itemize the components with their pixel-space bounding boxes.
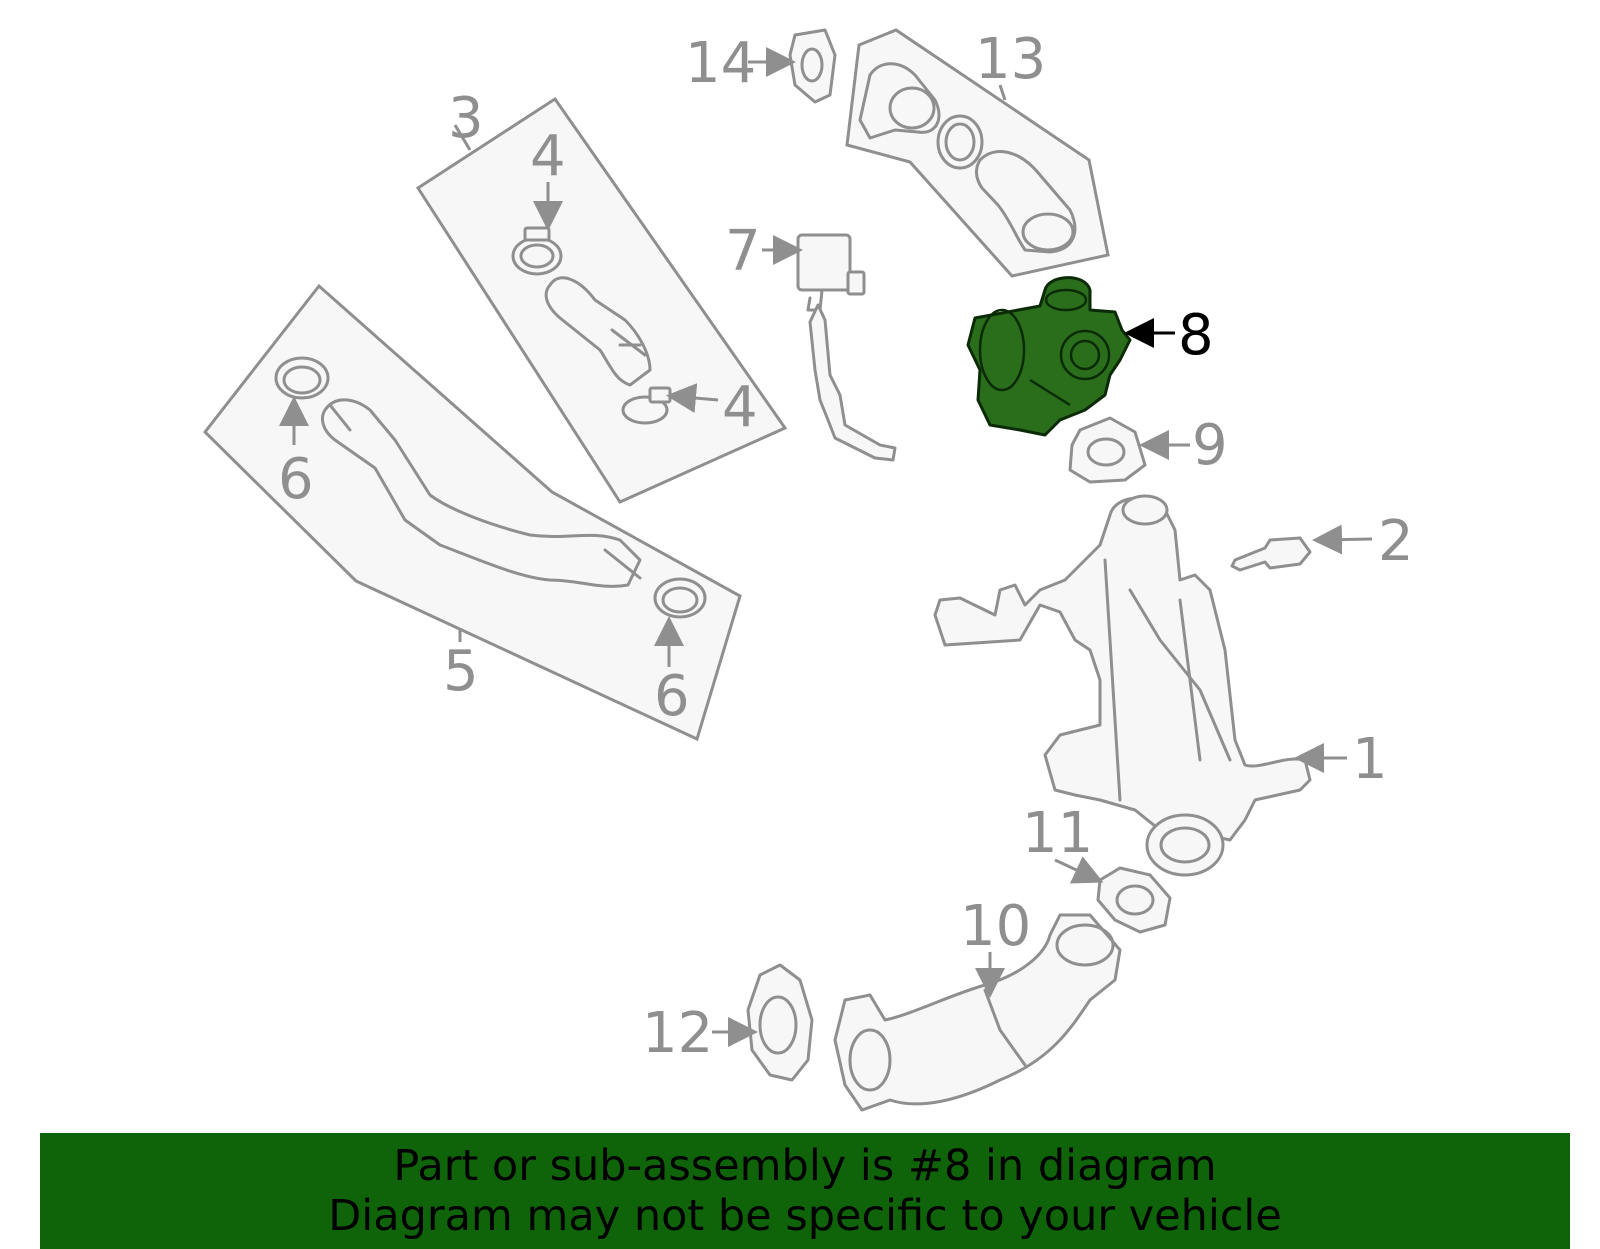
callout-10: 10	[960, 894, 1031, 959]
callout-3: 3	[448, 86, 484, 151]
part-13-assembly	[858, 62, 1077, 254]
callout-12: 12	[642, 1001, 713, 1066]
callout-2: 2	[1378, 509, 1414, 574]
part-8-egr-valve	[966, 276, 1132, 437]
leader-lines	[279, 47, 1373, 1047]
part-4-clamp-upper	[511, 226, 563, 276]
callout-6-right: 6	[654, 664, 690, 729]
part-4-clamp-lower	[621, 386, 672, 425]
part-3-hose	[544, 276, 652, 387]
callout-13: 13	[975, 27, 1046, 92]
part-1-egr-cooler	[933, 494, 1312, 877]
part-14-gasket	[788, 28, 837, 104]
parts-diagram: 14 13 3 4 7 8 4 9 6 2 5 6 1 11 10 12	[202, 27, 1414, 1112]
part-9-gasket	[1068, 416, 1147, 484]
callout-4-lower: 4	[722, 375, 758, 440]
part-2-sensor	[1230, 536, 1312, 572]
part-6-clamp-right	[653, 577, 707, 619]
callout-9: 9	[1192, 413, 1228, 478]
info-banner: Part or sub-assembly is #8 in diagram Di…	[40, 1133, 1570, 1249]
callout-6-left: 6	[278, 447, 314, 512]
callout-1: 1	[1352, 727, 1388, 792]
part-6-clamp-left	[274, 356, 330, 400]
part-11-gasket	[1096, 866, 1172, 934]
part-7-sensor-line	[796, 233, 897, 462]
part-5-hose	[321, 398, 642, 588]
banner-line-1: Part or sub-assembly is #8 in diagram	[393, 1141, 1217, 1191]
callout-4-upper: 4	[530, 124, 566, 189]
callout-8: 8	[1178, 303, 1214, 368]
callout-5: 5	[443, 639, 479, 704]
part-12-gasket	[746, 963, 814, 1082]
callout-14: 14	[685, 31, 756, 96]
banner-line-2: Diagram may not be specific to your vehi…	[328, 1191, 1282, 1241]
callout-7: 7	[725, 219, 761, 284]
callout-11: 11	[1022, 801, 1093, 866]
part-10-pipe	[833, 913, 1122, 1112]
